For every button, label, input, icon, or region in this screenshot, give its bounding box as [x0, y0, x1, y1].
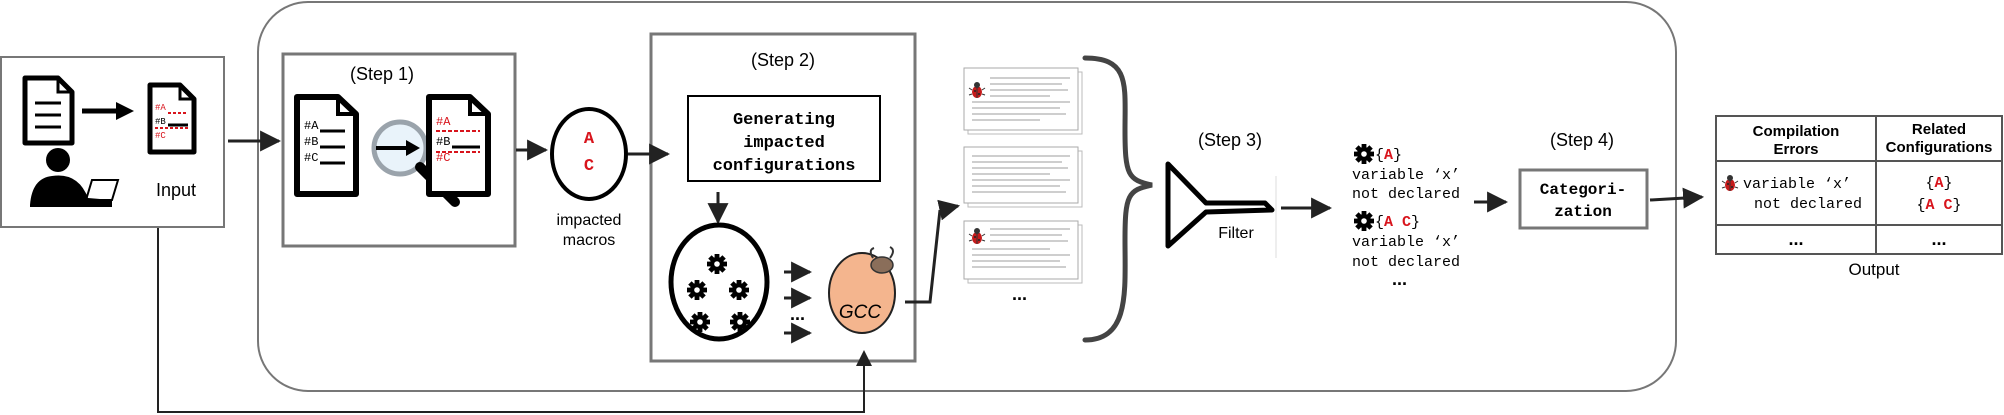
feedback-arrow	[157, 228, 865, 413]
generate-line-2: impacted	[743, 134, 825, 153]
svg-text:#A: #A	[436, 115, 451, 129]
step1-label: (Step 1)	[350, 64, 414, 84]
row1-config-2: A C	[1925, 197, 1952, 214]
arrow-right-icon	[82, 102, 134, 120]
impacted-macros-label-1: impacted	[557, 212, 622, 229]
source-document-icon	[22, 75, 75, 146]
impacted-macro-a: A	[584, 130, 595, 149]
filter-icon	[1165, 161, 1275, 249]
row1-error-line2: not declared	[1754, 196, 1862, 213]
error1-line1: variable ‘x’	[1352, 167, 1460, 184]
source-document-icon: #A #B #C	[294, 94, 359, 197]
svg-text:{A}: {A}	[1375, 147, 1402, 164]
svg-text:{A C}: {A C}	[1375, 214, 1420, 231]
error1-config: A	[1384, 147, 1393, 164]
impacted-macro-c: C	[584, 157, 594, 176]
input-box: #A #B #C Input	[0, 56, 225, 228]
logs-dots: ...	[1012, 284, 1027, 304]
pipeline-container	[257, 1, 1677, 392]
step1-macro-b: #B	[304, 135, 318, 149]
step1-macro-c: #C	[304, 151, 318, 165]
step1-macro-a: #A	[304, 119, 319, 133]
header-errors-2: Errors	[1773, 141, 1818, 158]
svg-text:#B: #B	[436, 135, 450, 149]
step2-label: (Step 2)	[751, 50, 815, 70]
categorization-line2: zation	[1554, 203, 1612, 221]
svg-text:#B: #B	[155, 117, 166, 127]
gear-icon	[690, 312, 710, 332]
row2-error: ...	[1788, 229, 1803, 249]
step3-label: (Step 3)	[1198, 130, 1262, 150]
output-caption: Output	[1848, 260, 1899, 279]
impacted-macros-label-2: macros	[563, 232, 615, 249]
svg-text:{A C}: {A C}	[1916, 197, 1961, 214]
header-configs-2: Configurations	[1886, 139, 1993, 156]
annotated-document-icon: #A #B #C	[426, 94, 491, 197]
log-thumbnail	[963, 146, 1083, 208]
gear-icon	[1354, 211, 1374, 231]
error2-config: A C	[1384, 214, 1411, 231]
step1-box: (Step 1) #A #B #C #A #B #C	[281, 52, 517, 248]
annotated-document-icon: #A #B #C	[147, 82, 197, 155]
configurations-set	[668, 222, 770, 342]
svg-text:{A}: {A}	[1925, 175, 1952, 192]
row1-error-line1: variable ‘x’	[1743, 176, 1851, 193]
svg-text:#C: #C	[155, 131, 166, 141]
log-thumbnail	[963, 220, 1083, 284]
developer-icon	[30, 148, 120, 207]
step2-box: (Step 2) Generating impacted configurati…	[649, 32, 961, 363]
generate-configurations-box	[687, 95, 881, 182]
gear-icon	[1354, 144, 1374, 164]
error2-line1: variable ‘x’	[1352, 234, 1460, 251]
header-configs-1: Related	[1912, 121, 1966, 138]
gcc-compiler: GCC	[828, 246, 896, 334]
filtered-errors: {A} variable ‘x’ not declared {A C} vari…	[1352, 144, 1460, 289]
svg-text:#C: #C	[436, 151, 450, 165]
svg-text:#A: #A	[155, 103, 166, 113]
gnu-icon	[869, 246, 894, 274]
generate-line-3: configurations	[713, 157, 856, 176]
gcc-label: GCC	[839, 302, 882, 323]
compilation-logs: ...	[963, 67, 1083, 304]
output-table: Compilation Errors Related Configuration…	[1715, 115, 2003, 279]
impacted-macros: A C impacted macros	[550, 107, 628, 249]
log-thumbnail	[963, 67, 1083, 135]
step4-categorization: (Step 4) Categori- zation	[1518, 130, 1649, 230]
filter-label: Filter	[1218, 225, 1254, 242]
errors-dots: ...	[1392, 269, 1407, 289]
gear-icon	[729, 280, 749, 300]
categorization-line1: Categori-	[1540, 181, 1626, 199]
gear-icon	[707, 254, 727, 274]
curly-brace	[1082, 55, 1153, 343]
configurations-dots: ...	[790, 304, 805, 324]
generate-line-1: Generating	[733, 111, 835, 130]
header-errors-1: Compilation	[1753, 123, 1840, 140]
error1-line2: not declared	[1352, 186, 1460, 203]
row2-config: ...	[1931, 229, 1946, 249]
input-label: Input	[156, 180, 196, 200]
gear-icon	[687, 280, 707, 300]
step3-filter: (Step 3) Filter	[1165, 130, 1277, 258]
row1-config-1: A	[1934, 175, 1943, 192]
gear-icon	[730, 312, 750, 332]
step4-label: (Step 4)	[1550, 130, 1614, 150]
error2-line2: not declared	[1352, 254, 1460, 271]
